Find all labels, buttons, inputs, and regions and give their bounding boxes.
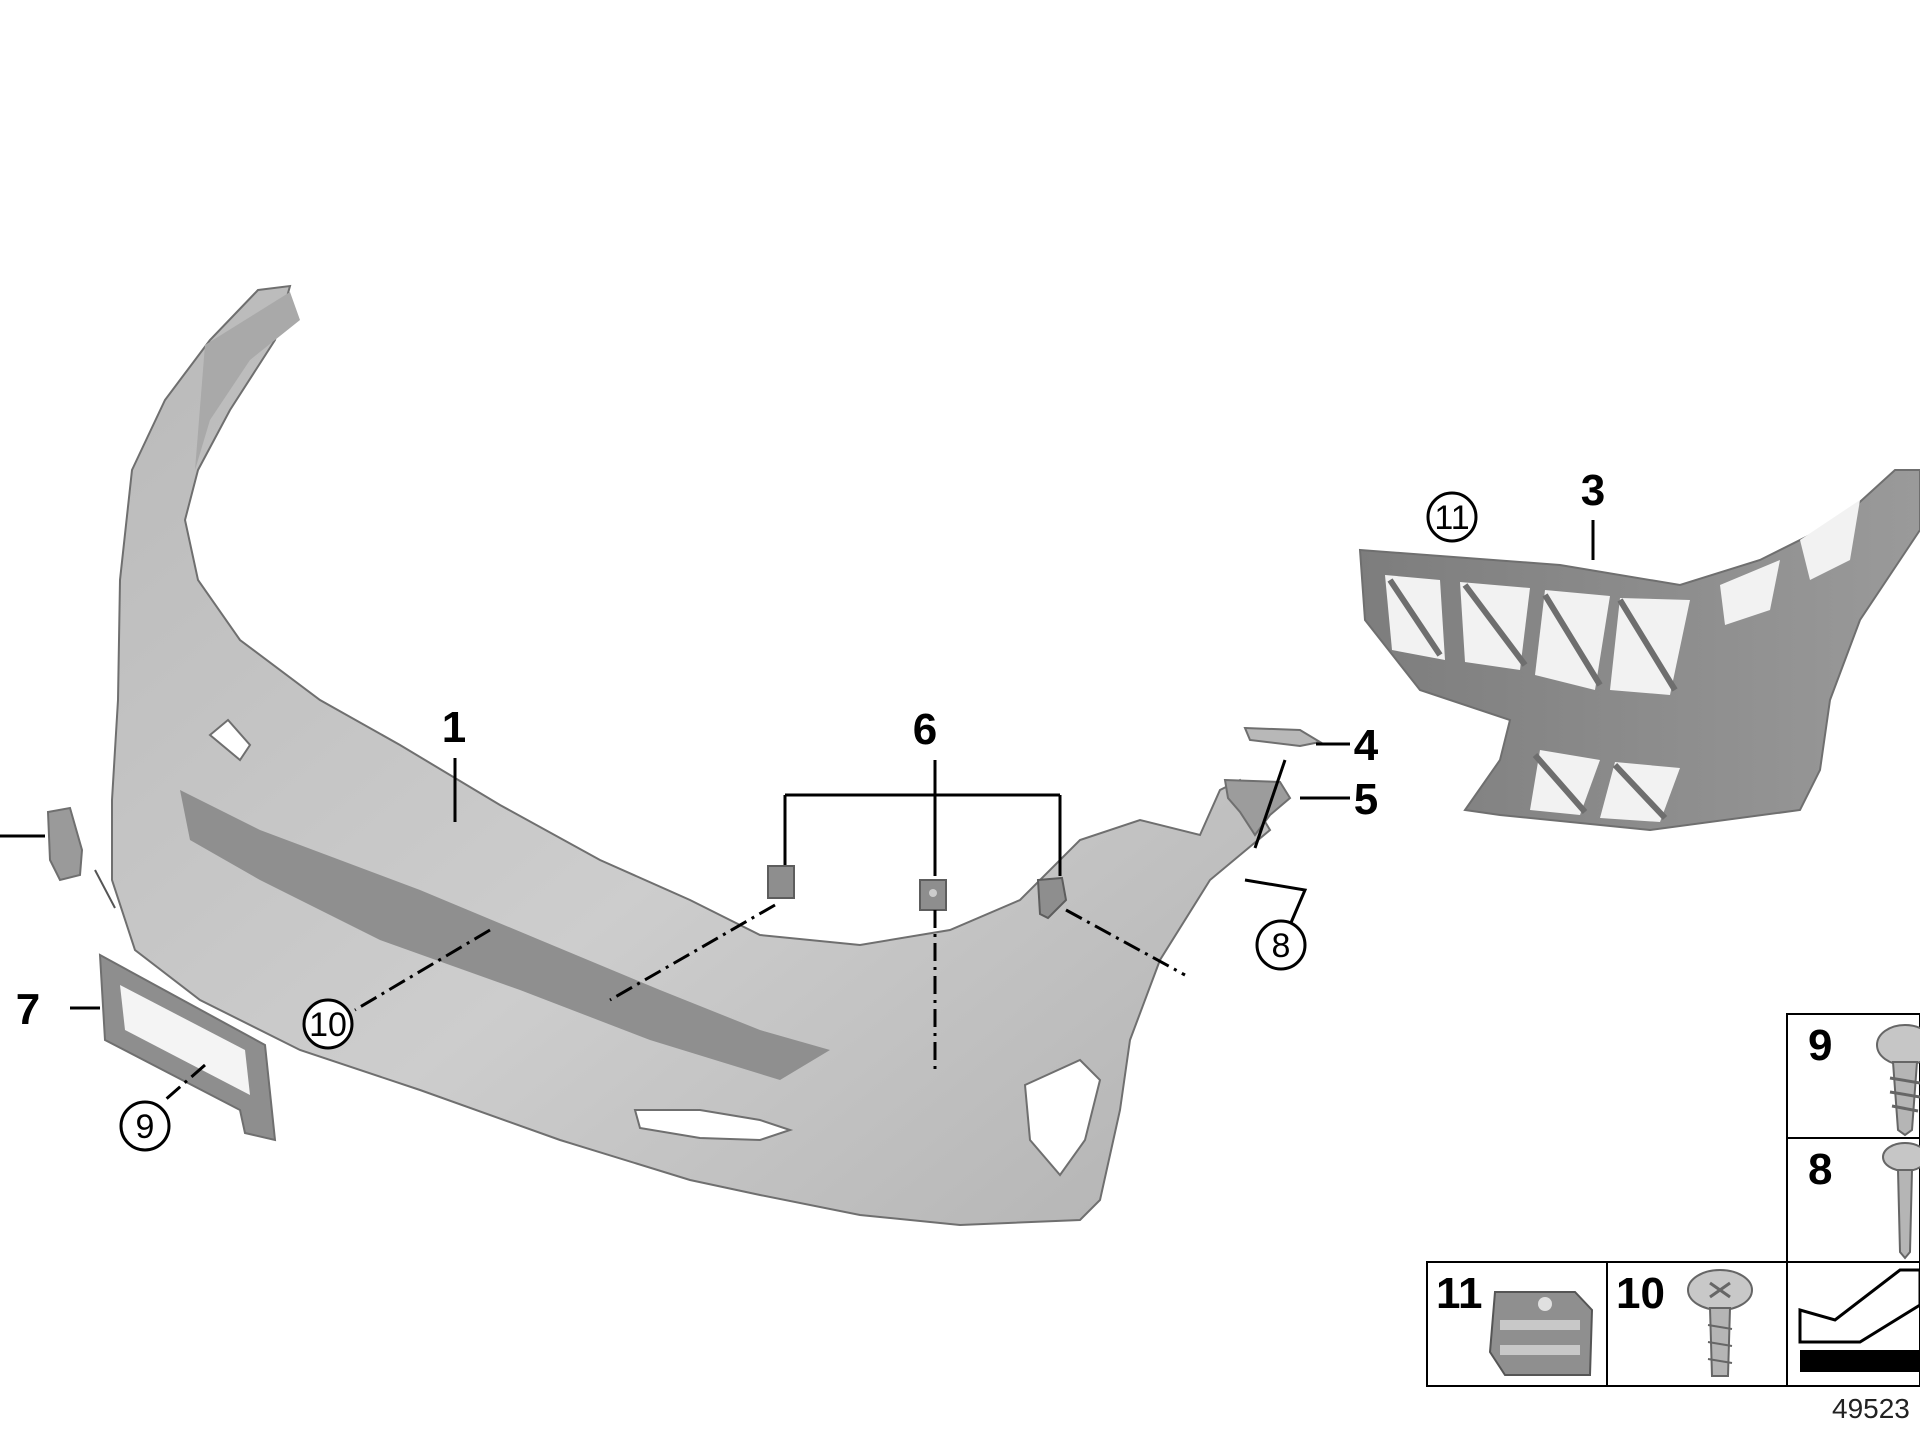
dash-dot-lines bbox=[164, 903, 1186, 1102]
legend-label-9: 9 bbox=[1808, 1021, 1832, 1070]
legend-label-11: 11 bbox=[1436, 1269, 1483, 1318]
installation-arrow-icon bbox=[1798, 1268, 1920, 1372]
part-label-4: 4 bbox=[1354, 721, 1379, 770]
fastener-legend: 9 8 11 10 bbox=[1426, 1013, 1920, 1387]
circled-label-8-text: 8 bbox=[1272, 927, 1291, 965]
tapping-screw-icon bbox=[1876, 1024, 1920, 1137]
part-label-7: 7 bbox=[16, 985, 40, 1034]
circled-label-11-text: 11 bbox=[1434, 499, 1469, 537]
part-label-5: 5 bbox=[1354, 775, 1378, 824]
clip-nut-icon bbox=[1488, 1291, 1594, 1376]
circled-label-10: 10 bbox=[302, 998, 354, 1050]
legend-label-8: 8 bbox=[1808, 1145, 1832, 1194]
legend-label-10: 10 bbox=[1616, 1269, 1665, 1318]
clip-nuts-part-6-illustration bbox=[767, 865, 1068, 920]
circled-label-8: 8 bbox=[1255, 919, 1307, 971]
part-label-1: 1 bbox=[442, 703, 466, 752]
circled-label-9: 9 bbox=[119, 1100, 171, 1152]
part-label-3: 3 bbox=[1581, 466, 1605, 515]
leader-lines bbox=[70, 520, 1595, 1010]
oval-head-bolt-icon bbox=[1687, 1269, 1753, 1377]
side-part-illustration bbox=[0, 806, 116, 909]
bumper-panel-illustration bbox=[111, 284, 1272, 1227]
part-label-6: 6 bbox=[913, 705, 937, 754]
body-screw-icon bbox=[1882, 1142, 1920, 1260]
plate-bracket-illustration bbox=[98, 953, 277, 1142]
circled-label-11: 11 bbox=[1426, 491, 1478, 543]
circled-label-10-text: 10 bbox=[309, 1006, 347, 1044]
document-number: 49523 bbox=[1832, 1393, 1910, 1424]
bumper-carrier-illustration bbox=[1358, 469, 1920, 832]
circled-label-9-text: 9 bbox=[136, 1108, 155, 1146]
clip-part-4-illustration bbox=[1243, 726, 1323, 748]
